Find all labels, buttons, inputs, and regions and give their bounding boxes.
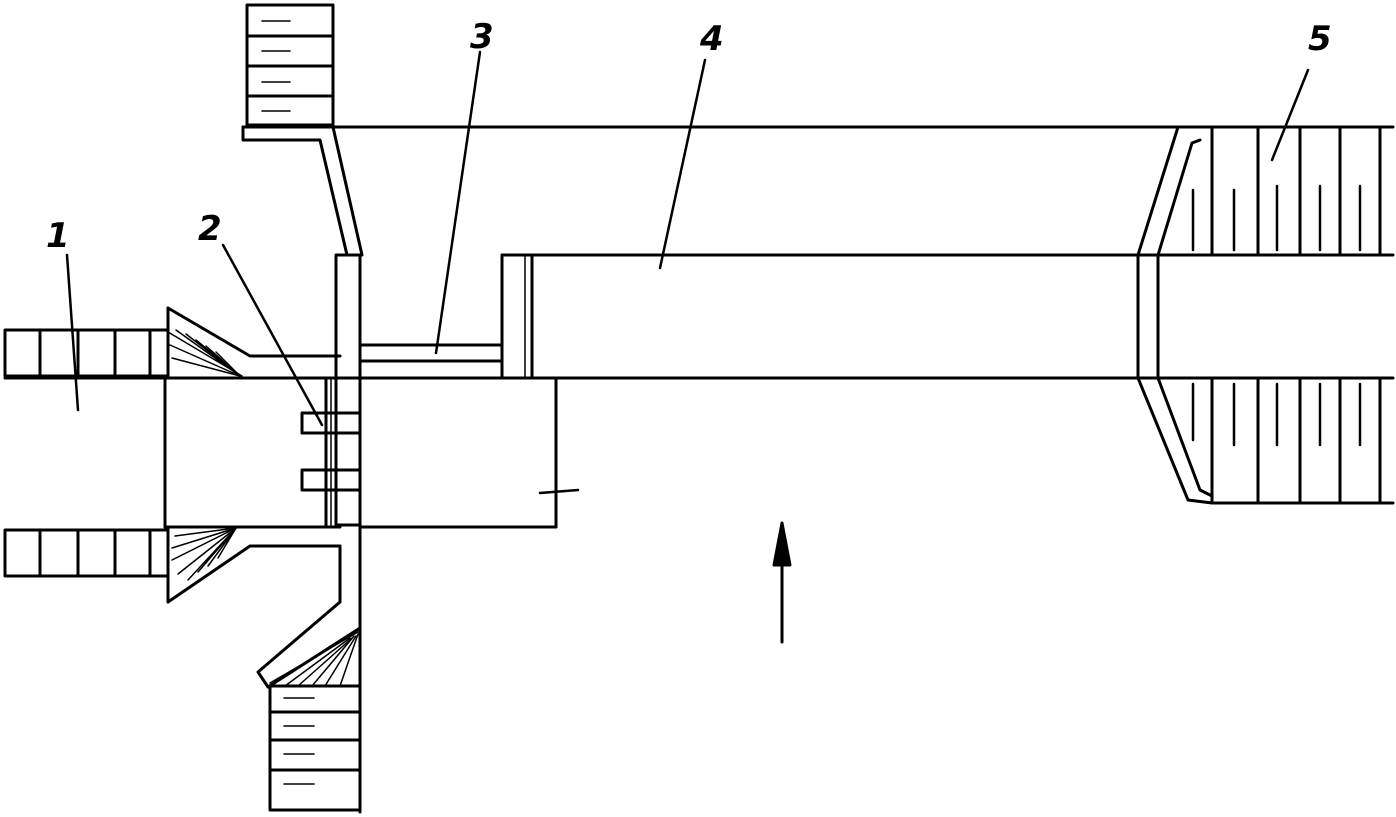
arrow-up-icon — [772, 521, 792, 644]
callout-5-label: 5 — [1308, 19, 1332, 59]
right-lower-bricks — [1191, 376, 1382, 505]
bottom-left-brick-stack — [268, 684, 362, 812]
part-3-rod — [358, 343, 504, 363]
left-lower-brick-row — [3, 528, 170, 578]
right-upper-wall — [1136, 125, 1214, 380]
right-lower-wall — [1136, 376, 1395, 505]
callout-4-label: 4 — [699, 19, 724, 59]
left-inlet-duct — [3, 376, 362, 529]
callout-2-label: 2 — [198, 209, 222, 249]
upper-cone-flare — [166, 306, 342, 380]
callout-1-label: 1 — [46, 216, 70, 256]
leader-lines — [65, 50, 1310, 427]
top-left-brick-stack — [245, 3, 335, 127]
central-wall — [334, 253, 362, 814]
lower-cone-flare — [166, 525, 342, 604]
left-upper-brick-row — [3, 328, 170, 378]
callout-3-label: 3 — [470, 17, 494, 57]
part-4-drum — [500, 253, 1395, 380]
part-2-bracket — [300, 376, 362, 529]
lower-diagonal-casing — [256, 544, 362, 689]
upper-casing-wall — [241, 125, 364, 257]
main-chamber — [358, 376, 1395, 529]
right-upper-bricks — [1191, 125, 1382, 257]
